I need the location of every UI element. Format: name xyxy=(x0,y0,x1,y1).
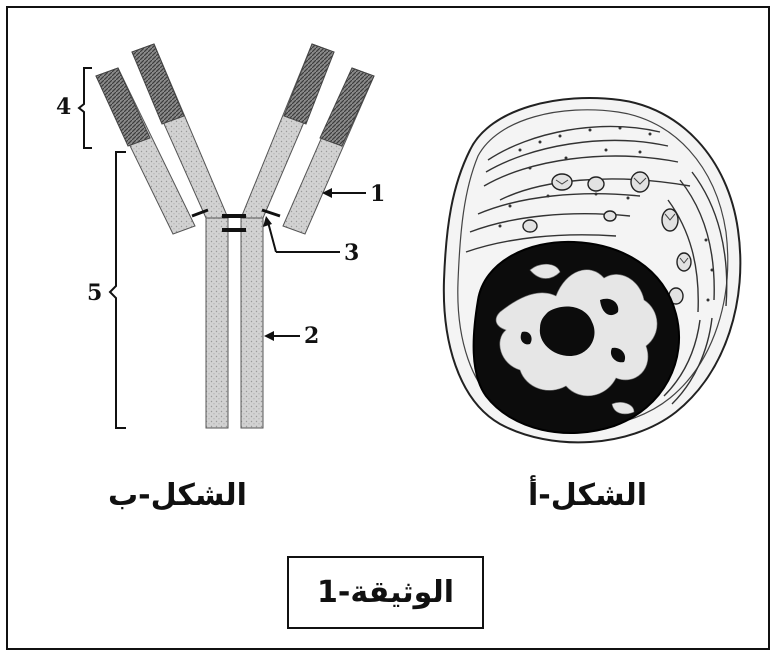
arrow-2 xyxy=(264,331,300,341)
label-1: 1 xyxy=(370,181,385,207)
caption-figure-b: الشكل-ب xyxy=(108,478,247,513)
light-chain-right-variable xyxy=(320,68,374,146)
bracket-4 xyxy=(79,68,92,148)
label-4: 4 xyxy=(56,94,71,120)
heavy-chain-left-stem xyxy=(206,218,228,428)
antibody-diagram xyxy=(79,44,374,428)
bracket-5 xyxy=(110,152,126,428)
caption-figure-a: الشكل-أ xyxy=(528,478,647,513)
label-5: 5 xyxy=(87,280,102,306)
arrow-1 xyxy=(322,188,366,198)
label-2: 2 xyxy=(304,323,319,349)
plasma-cell-diagram xyxy=(444,98,741,442)
label-3: 3 xyxy=(344,240,359,266)
heavy-chain-right-stem xyxy=(241,218,263,428)
heavy-chain-right-variable xyxy=(284,44,334,124)
light-chain-left-variable xyxy=(96,68,150,146)
document-label-box: الوثيقة-1 xyxy=(287,556,484,629)
document-label: الوثيقة-1 xyxy=(289,558,482,627)
